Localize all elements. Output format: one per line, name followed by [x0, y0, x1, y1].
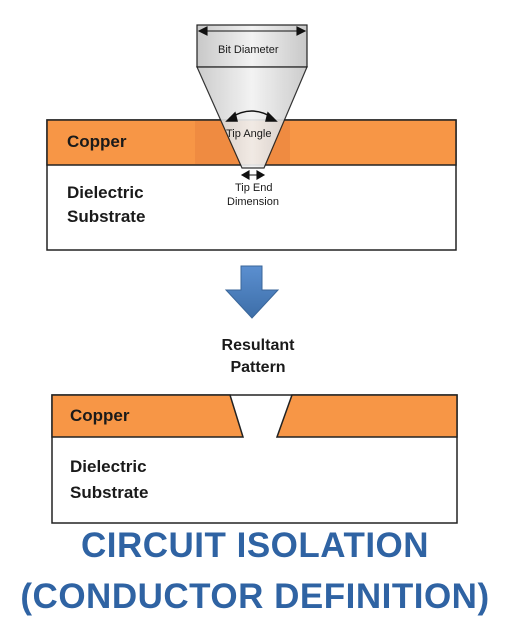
down-arrow-icon [224, 265, 280, 319]
title-line2: (CONDUCTOR DEFINITION) [20, 577, 490, 616]
bit-diameter-label: Bit Diameter [218, 44, 279, 56]
bottom-copper-label: Copper [70, 406, 130, 425]
tip-angle-arc [225, 110, 278, 122]
bottom-copper-left [51, 394, 245, 438]
resultant-label-line2: Pattern [230, 359, 286, 376]
title-line1: CIRCUIT ISOLATION [80, 526, 430, 565]
tip-angle-label: Tip Angle [226, 128, 272, 140]
bit-tip [196, 66, 308, 169]
top-dielectric-label-line2: Substrate [67, 207, 146, 226]
bottom-copper-right [275, 394, 458, 438]
tip-end-label-line1: Tip End [235, 182, 273, 194]
top-copper-label: Copper [67, 132, 127, 151]
bit-diameter-dimension [197, 26, 307, 36]
bottom-dielectric-label-line1: Dielectric [70, 457, 147, 476]
resultant-label-line1: Resultant [221, 337, 295, 354]
top-dielectric-label-line1: Dielectric [67, 183, 144, 202]
tip-end-label-line2: Dimension [227, 196, 279, 208]
tip-end-dimension [240, 170, 266, 180]
bottom-dielectric-label-line2: Substrate [70, 483, 149, 502]
bit-shank [196, 24, 308, 68]
